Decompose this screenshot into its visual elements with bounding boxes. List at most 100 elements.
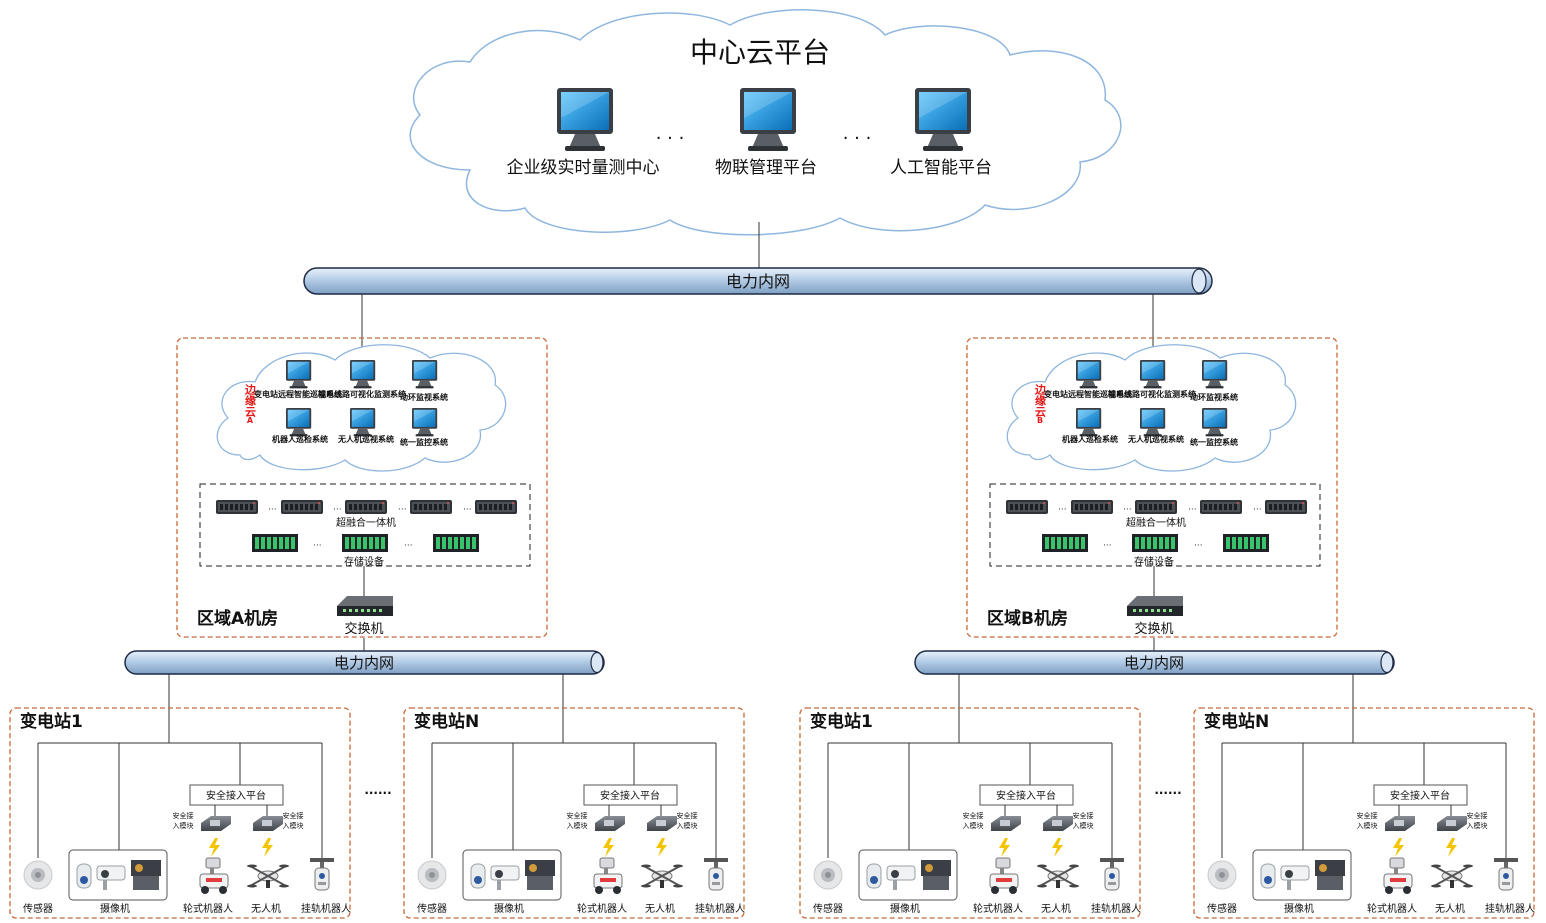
edge-system-label: 输电线路可视化监测系统 [318,389,406,399]
secure-module-label: 安全接 [1467,811,1488,820]
secure-module-icon [1043,816,1073,831]
secure-module-label: 安全接 [677,811,698,820]
drone-icon [1430,863,1474,889]
drone-icon [640,863,684,889]
stations: 变电站1安全接入平台安全接入模块安全接入模块传感器摄像机轮式机器人无人机挂轨机器… [9,707,1535,919]
edge-system-label: 机器人巡检系统 [1062,434,1118,444]
svg-text:···: ··· [404,541,413,551]
secure-module-icon [201,816,231,831]
storage-icon [252,534,298,552]
substation-boundary [799,707,1141,919]
substation-boundary [9,707,351,919]
platform-label: 企业级实时量测中心 [507,158,660,178]
rail-robot-label: 挂轨机器人 [301,902,351,915]
secure-module-label: 入模块 [283,821,304,830]
edge-system-label: 机器人巡检系统 [272,434,328,444]
switch-icon [337,596,393,616]
svg-text:···: ··· [1188,505,1197,515]
edge-system-label: 变电站远程智能巡视系统 [254,389,342,399]
edge-system-label: 统一监控系统 [400,437,448,447]
station-ellipsis: ······ [1154,786,1181,800]
camera-group-icon [1252,849,1352,901]
rail-robot-icon [1099,857,1125,891]
secure-module-icon [1437,816,1467,831]
hardware-cluster-boundary [199,483,531,567]
svg-text:···: ··· [398,505,407,515]
secure-module-label: 入模块 [677,821,698,830]
sensor-icon [417,860,447,890]
substation-name: 变电站N [414,711,479,732]
wheeled-robot-label: 轮式机器人 [1367,902,1417,915]
svg-text:···: ··· [333,505,342,515]
substation-name: 变电站N [1204,711,1269,732]
svg-text:···: ··· [1123,505,1132,515]
secure-module-label: 入模块 [1357,821,1378,830]
sensor-label: 传感器 [417,902,447,915]
secure-module-icon [647,816,677,831]
server-label: 超融合一体机 [1126,516,1186,529]
substation-boundary [403,707,745,919]
hardware-cluster-boundary [989,483,1321,567]
region-room-label: 区域A机房 [197,608,278,629]
secure-access-platform-label: 安全接入平台 [206,789,266,802]
substation: 变电站N安全接入平台安全接入模块安全接入模块传感器摄像机轮式机器人无人机挂轨机器… [1193,707,1535,919]
secure-access-platform-label: 安全接入平台 [996,789,1056,802]
secure-access-platform [1373,784,1468,806]
server-icon [345,500,387,514]
sensor-label: 传感器 [1207,902,1237,915]
substation-boundary [1193,707,1535,919]
server-icon [1071,500,1113,514]
region-a-boundary [176,337,548,638]
edge-cloud-letter: A [247,416,254,425]
wireless-bolt-icon [999,838,1010,857]
server-icon [1135,500,1177,514]
svg-text:···: ··· [1194,541,1203,551]
drone-label: 无人机 [645,902,675,915]
svg-text:···: ··· [313,541,322,551]
wireless-bolt-icon [603,838,614,857]
regional-network-label: 电力内网 [1124,654,1184,672]
secure-module-icon [1385,816,1415,831]
svg-text:···: ··· [1103,541,1112,551]
edge-system-label: 变电站远程智能巡视系统 [1044,389,1132,399]
secure-module-icon [595,816,625,831]
storage-icon [1042,534,1088,552]
storage-label: 存储设备 [344,555,384,568]
camera-label: 摄像机 [1284,902,1314,915]
secure-module-label: 入模块 [173,821,194,830]
center-cloud-title: 中心云平台 [690,36,830,69]
drone-icon [1036,863,1080,889]
rail-robot-label: 挂轨机器人 [1485,902,1535,915]
camera-group-icon [858,849,958,901]
substation-name: 变电站1 [20,711,83,732]
secure-module-icon [991,816,1021,831]
regional-network-pipe-a: 电力内网 [124,650,605,675]
switch-icon [1127,596,1183,616]
secure-module-label: 入模块 [1467,821,1488,830]
storage-label: 存储设备 [1134,555,1174,568]
secure-module-label: 安全接 [567,811,588,820]
storage-icon [342,534,388,552]
camera-label: 摄像机 [890,902,920,915]
svg-text:···: ··· [1058,505,1067,515]
region-room-label: 区域B机房 [987,608,1068,629]
server-icon [1200,500,1242,514]
wireless-bolt-icon [656,838,667,857]
edge-system-label: 输电线路可视化监测系统 [1108,389,1196,399]
drone-icon [246,863,290,889]
switch-label: 交换机 [344,621,383,637]
rail-robot-icon [703,857,729,891]
region-a: 边缘云 A 变电站远程智能巡视系统 输电线路可视化监测系统 动环监视系统 机器人… [176,337,548,638]
secure-module-label: 安全接 [283,811,304,820]
secure-module-label: 安全接 [1357,811,1378,820]
secure-module-icon [253,816,283,831]
sensor-label: 传感器 [23,902,53,915]
drone-label: 无人机 [251,902,281,915]
secure-module-label: 安全接 [173,811,194,820]
wheeled-robot-label: 轮式机器人 [973,902,1023,915]
rail-robot-icon [309,857,335,891]
ellipsis: · · · [843,128,872,149]
substation: 变电站1安全接入平台安全接入模块安全接入模块传感器摄像机轮式机器人无人机挂轨机器… [9,707,351,919]
storage-icon [433,534,479,552]
